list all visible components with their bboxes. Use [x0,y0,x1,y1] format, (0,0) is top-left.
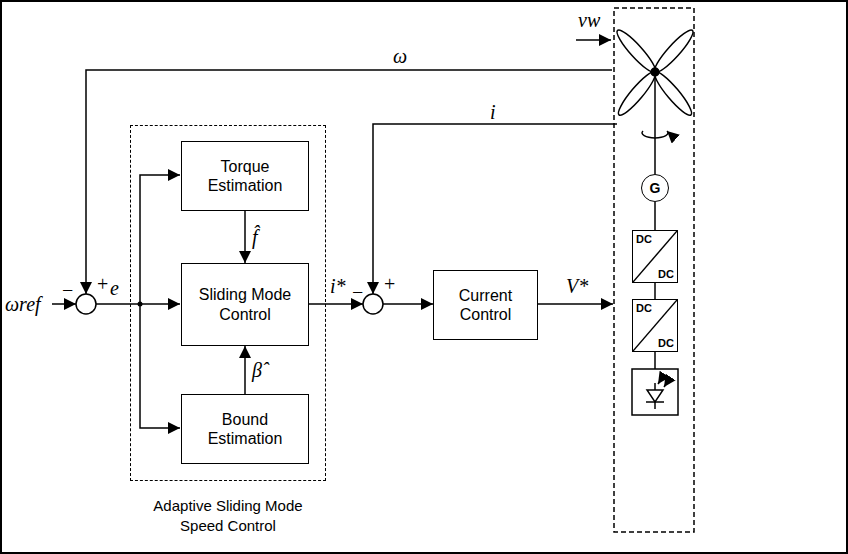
box-text: Current Control [434,286,537,324]
box-text: Torque Estimation [182,157,308,195]
signal-name: V* [566,276,588,296]
rotation-arrow [642,131,668,138]
turbine-shaft [654,72,656,174]
control-group: Torque EstimationSliding Mode ControlBou… [130,125,326,481]
box-text: DC [658,268,674,280]
current-error-wire [383,303,433,305]
signal-name: β̂ [252,360,262,380]
turbine-blades [613,26,697,118]
box-text: G [650,180,661,196]
voltage-command-wire [528,303,613,305]
process-box: Torque Estimation [181,141,309,211]
signal-name: ω [393,46,407,66]
box-text: DC [658,337,674,349]
signal-name: vw [578,10,600,30]
connector-arrow [654,283,656,299]
converter-box: DC DC [632,299,678,352]
signal-name: e [110,278,119,298]
process-box: Sliding Mode Control [181,263,309,346]
box-text: DC [636,233,652,245]
plant-group [614,8,694,532]
error-branch-wire [140,304,180,428]
converter-box: DC DC [632,230,678,283]
current-feedback-wire [373,124,617,294]
wind-arrow [576,39,611,41]
summing-junction [363,294,383,314]
error-branch-wire [140,175,180,304]
box-text: Bound Estimation [182,410,308,448]
signal-name: i* [330,276,346,296]
box-text: Sliding Mode Control [182,285,308,323]
signal-name: i [490,102,496,122]
pv-box [632,369,678,415]
sign-label: − [352,282,363,302]
signal-name: ωref [5,294,41,314]
group-heading: Adaptive Sliding Mode Speed Control [143,496,313,537]
signal-name: f̂ [252,227,258,247]
connector-arrow [244,346,246,394]
branch-dot [138,302,143,307]
reference-wire [52,303,76,305]
sign-label: − [62,280,73,300]
generator-circle: G [641,174,669,202]
connector-arrow [654,202,656,230]
pv-symbol [646,375,670,409]
process-box: Bound Estimation [181,394,309,464]
speed-feedback-wire [86,70,612,294]
pv-wire [654,352,656,369]
sign-label: + [384,274,395,294]
process-box: Current Control [433,270,538,340]
box-text: DC [636,302,652,314]
sign-label: + [97,274,108,294]
summing-junction [76,294,96,314]
connector-arrow [244,211,246,263]
